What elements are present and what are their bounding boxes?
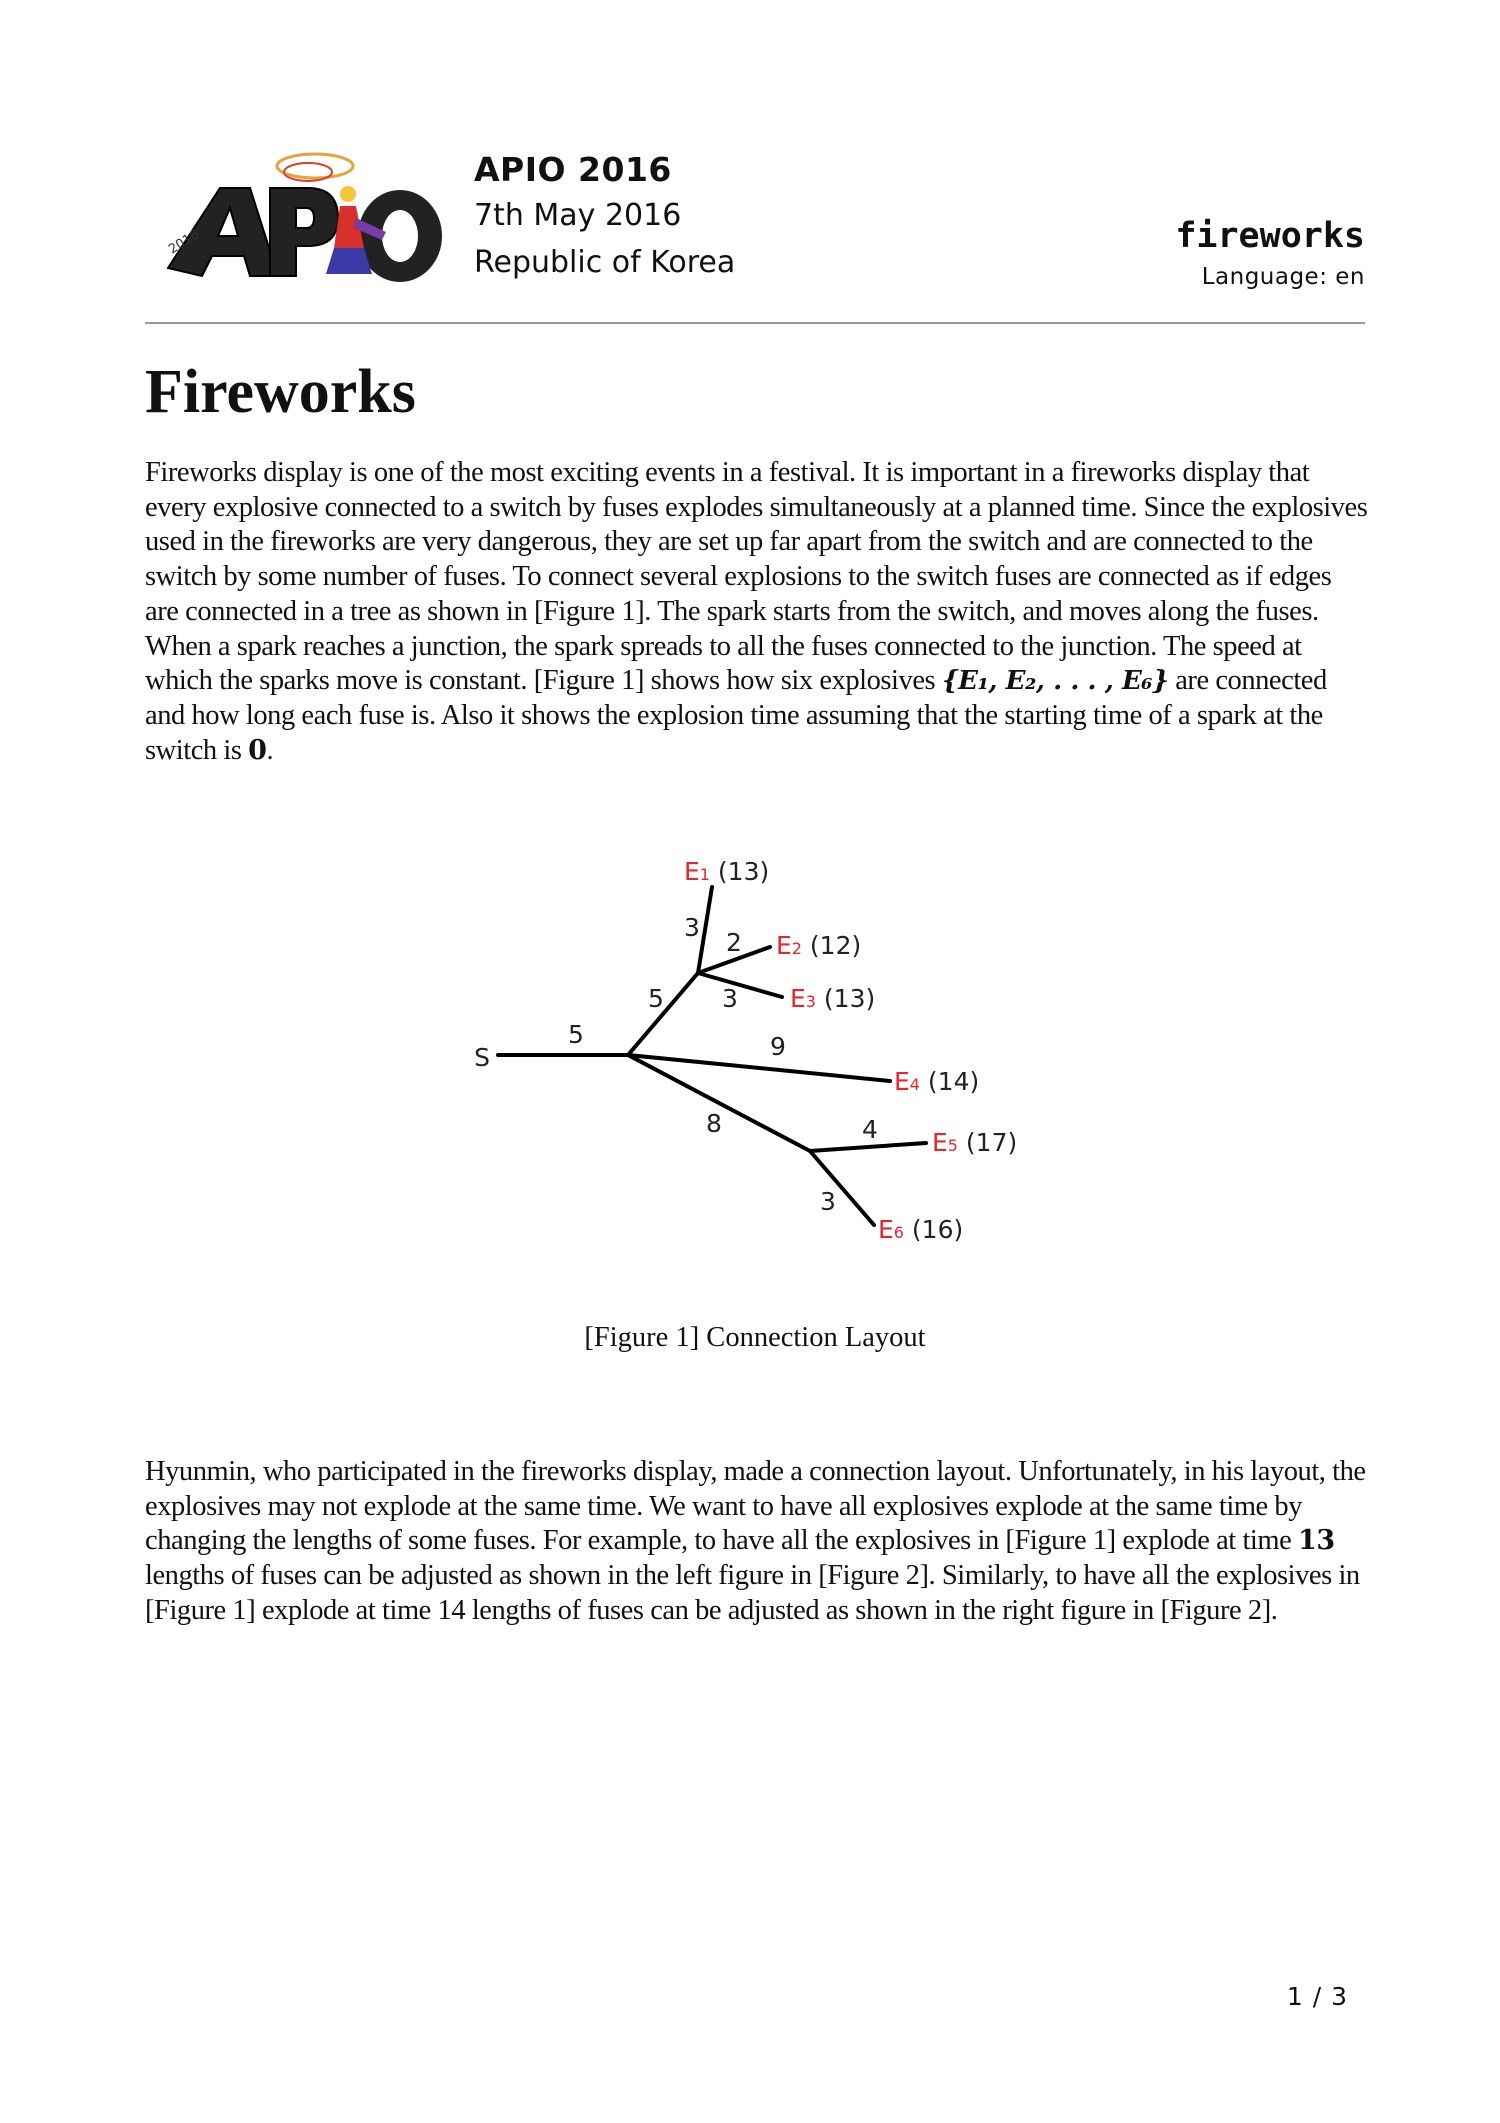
fuse-b-e3 xyxy=(696,971,784,999)
page-title: Fireworks xyxy=(145,358,416,426)
second-paragraph: Hyunmin, who participated in the firewor… xyxy=(145,1455,1370,1629)
explosive-label-e2: E2 (12) xyxy=(776,931,861,960)
fuse-a-b xyxy=(626,971,700,1057)
explosive-set-math: {E₁, E₂, . . . , E₆} xyxy=(941,666,1169,697)
task-info: fireworks Language: en xyxy=(1175,214,1365,294)
intro-text-c: . xyxy=(266,734,274,766)
fuse-length-label: 5 xyxy=(648,984,664,1013)
fuse-c-e6 xyxy=(808,1149,876,1227)
page-number: 1 / 3 xyxy=(1286,1982,1348,2011)
task-name: fireworks xyxy=(1175,216,1365,256)
fuse-length-label: 4 xyxy=(862,1115,878,1144)
language-label: Language: en xyxy=(1201,264,1365,290)
explosive-label-e4: E4 (14) xyxy=(894,1067,979,1096)
contest-name: APIO 2016 xyxy=(474,150,672,189)
fuse-length-label: 8 xyxy=(706,1109,722,1138)
intro-text-b: are connected and how long each fuse is.… xyxy=(145,665,1327,766)
explosive-label-e3: E3 (13) xyxy=(790,984,875,1013)
fuse-c-e5 xyxy=(808,1141,928,1153)
fuse-a-e4 xyxy=(626,1053,892,1083)
explosive-label-e6: E6 (16) xyxy=(878,1215,963,1244)
apio-logo: 2016 xyxy=(166,152,442,282)
explosive-label-e5: E5 (17) xyxy=(932,1128,1017,1157)
second-text-b: lengths of fuses can be adjusted as show… xyxy=(145,1560,1360,1626)
fuse-length-label: 5 xyxy=(568,1020,584,1049)
contest-date: 7th May 2016 xyxy=(474,198,682,233)
fuse-length-label: 3 xyxy=(820,1187,836,1216)
fuse-b-e2 xyxy=(696,945,772,975)
fuse-length-label: 3 xyxy=(722,984,738,1013)
second-text-a: Hyunmin, who participated in the firewor… xyxy=(145,1456,1366,1557)
target-time-math: 13 xyxy=(1297,1525,1335,1557)
fuse-a-c xyxy=(626,1053,812,1153)
intro-paragraph: Fireworks display is one of the most exc… xyxy=(145,456,1370,768)
explosive-label-e1: E1 (13) xyxy=(684,857,769,886)
contest-info: APIO 2016 7th May 2016 Republic of Korea xyxy=(474,148,735,286)
fuse-length-label: 9 xyxy=(770,1032,786,1061)
start-time-math: 0 xyxy=(248,734,267,766)
fuse-length-label: 2 xyxy=(726,928,742,957)
contest-location: Republic of Korea xyxy=(474,245,736,280)
header-divider xyxy=(145,322,1365,324)
intro-text-a: Fireworks display is one of the most exc… xyxy=(145,457,1368,697)
fuse-length-label: 3 xyxy=(684,913,700,942)
switch-label: S xyxy=(474,1043,490,1072)
figure-caption: [Figure 1] Connection Layout xyxy=(584,1322,926,1353)
connection-layout-figure: S 5 5 3 2 3 9 8 4 3 E1 (13) E2 (12) E3 (… xyxy=(474,857,1017,1244)
fuse-b-e1 xyxy=(696,885,714,975)
